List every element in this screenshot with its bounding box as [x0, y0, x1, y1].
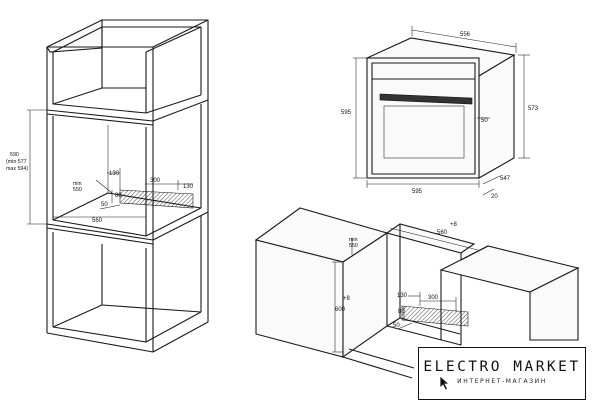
logo-subtitle: ИНТЕРНЕТ-МАГАЗИН	[457, 378, 547, 385]
base-cabinet-dimensions: min 550 560 +8 600 +8 130 300 80 50	[335, 222, 458, 329]
oven-panel-offset: 50	[481, 118, 488, 124]
base-cabinet-drawing	[254, 207, 580, 379]
base-min-depth-label: min	[349, 237, 358, 243]
cabinet-min-depth-label: min	[73, 181, 82, 187]
opening-left-offset: 130	[109, 171, 120, 177]
cabinet-min-depth-value: 550	[73, 187, 82, 193]
base-opening-bottom: 50	[393, 323, 400, 329]
electro-market-logo: ELECTRO MARKET ИНТЕРНЕТ-МАГАЗИН	[418, 347, 586, 400]
opening-bottom-offset: 50	[101, 202, 108, 208]
oven-door-depth: 20	[491, 194, 498, 200]
oven-drawing	[353, 26, 530, 196]
opening-width: 300	[150, 178, 161, 184]
niche-width: 560	[437, 230, 448, 236]
oven-dimensions: 556 595 573 50 595 547 20	[341, 32, 539, 200]
niche-height: 600	[335, 307, 346, 313]
oven-top-width: 556	[460, 32, 471, 38]
oven-depth: 547	[500, 176, 511, 182]
niche-height-tolerance: +8	[343, 296, 351, 302]
mouse-cursor-icon	[439, 375, 451, 391]
tall-cabinet-drawing	[27, 19, 209, 353]
cabinet-width: 560	[92, 218, 103, 224]
cabinet-height-label: 590	[10, 152, 19, 158]
cabinet-height-min-label: (min 577	[6, 159, 27, 165]
base-min-depth-value: 550	[349, 243, 358, 249]
opening-height: 80	[115, 193, 122, 199]
logo-title: ELECTRO MARKET	[423, 359, 581, 375]
tall-cabinet-dimensions: 590 (min 577 max 594) min 550 130 300 13…	[6, 152, 194, 224]
opening-right-offset: 130	[183, 184, 194, 190]
base-opening-left-offset: 130	[397, 293, 408, 299]
base-opening-width: 300	[428, 295, 439, 301]
cabinet-height-max-label: max 594)	[6, 166, 28, 172]
oven-side-height: 573	[528, 106, 539, 112]
oven-front-height: 595	[341, 110, 352, 116]
oven-bottom-width: 595	[412, 189, 423, 195]
base-opening-height: 80	[398, 309, 405, 315]
niche-width-tolerance: +8	[450, 222, 458, 228]
